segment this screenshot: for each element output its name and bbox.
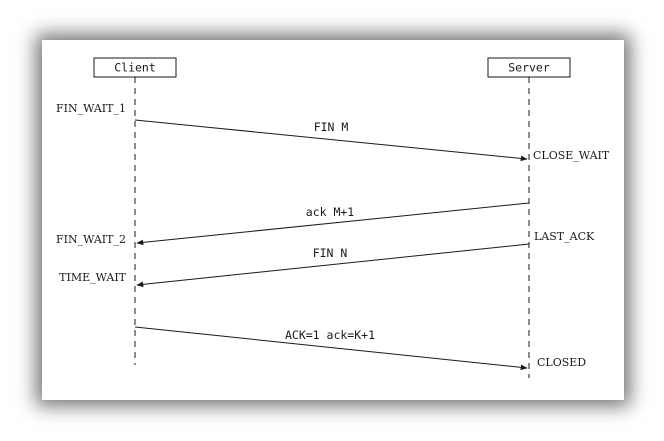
- state-close-wait: CLOSE_WAIT: [533, 149, 610, 162]
- server-label: Server: [508, 61, 550, 75]
- message-label-fin-n: FIN N: [313, 246, 348, 260]
- message-arrow-fin-n: [136, 243, 530, 288]
- state-closed: CLOSED: [537, 356, 586, 369]
- message-arrow-fin-m: [134, 119, 528, 162]
- client-label: Client: [114, 61, 156, 75]
- state-fin-wait-1: FIN_WAIT_1: [56, 102, 126, 115]
- state-time-wait: TIME_WAIT: [59, 271, 127, 284]
- message-label-fin-m: FIN M: [314, 120, 349, 134]
- state-last-ack: LAST_ACK: [534, 230, 595, 243]
- message-arrow-ack-m1: [136, 202, 530, 246]
- diagram-panel: [42, 40, 624, 400]
- message-label-ack-final: ACK=1 ack=K+1: [285, 328, 375, 342]
- message-arrow-ack-final: [134, 326, 528, 371]
- state-fin-wait-2: FIN_WAIT_2: [56, 233, 126, 246]
- message-label-ack-m1: ack M+1: [306, 205, 355, 219]
